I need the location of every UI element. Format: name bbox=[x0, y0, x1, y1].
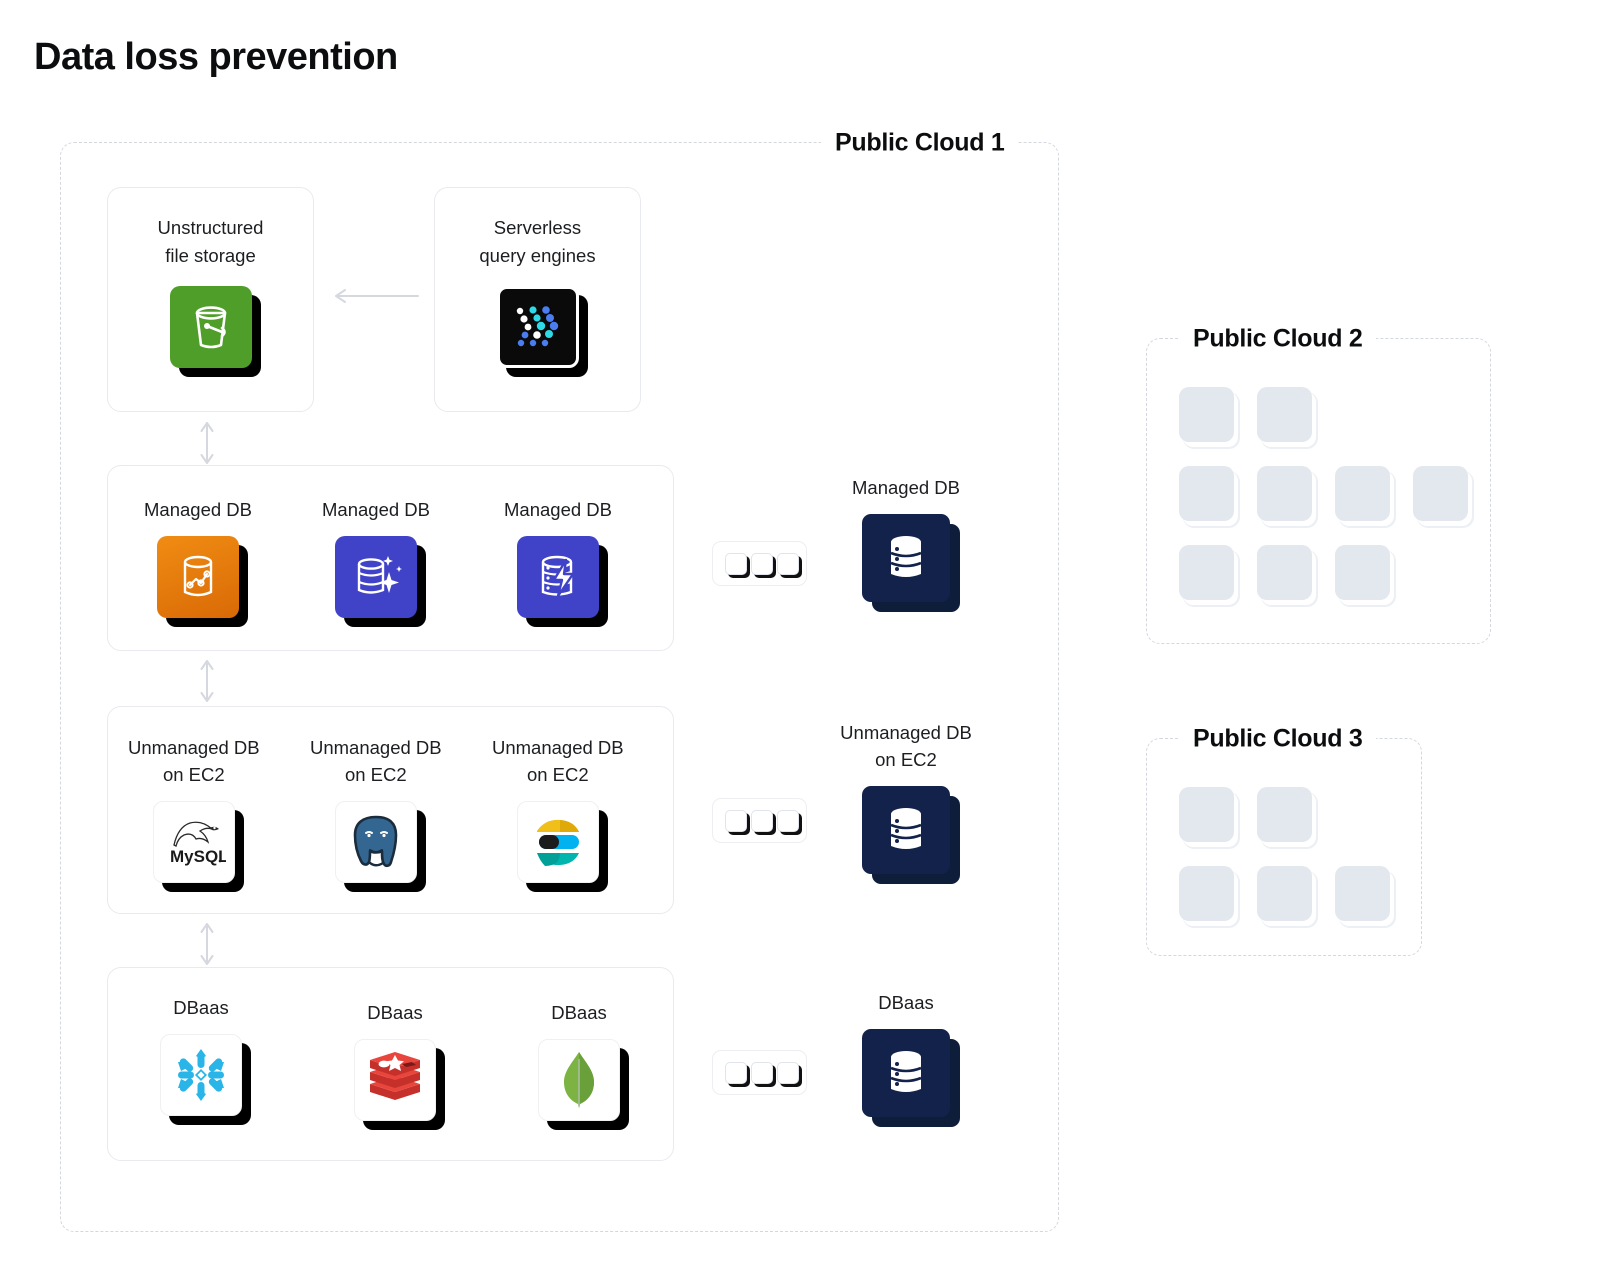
trio-square-3 bbox=[777, 552, 802, 578]
aws-rds-icon bbox=[156, 535, 248, 627]
tile-row bbox=[1179, 787, 1390, 842]
dbaas-item-2[interactable]: DBaas bbox=[354, 1000, 445, 1130]
unmanaged-db-item-1-label: Unmanaged DB on EC2 bbox=[128, 737, 260, 785]
dbaas-item-1[interactable]: DBaas bbox=[160, 995, 251, 1125]
dbaas-item-3[interactable]: DBaas bbox=[538, 1000, 629, 1130]
placeholder-tile[interactable] bbox=[1179, 866, 1234, 921]
unstructured-file-storage-card[interactable]: Unstructured file storage bbox=[107, 187, 314, 412]
right-node-dbaas[interactable]: DBaas bbox=[836, 990, 976, 1127]
public-cloud-3-label: Public Cloud 3 bbox=[1179, 726, 1377, 752]
serverless-query-engines-label: Serverless query engines bbox=[479, 217, 596, 266]
mongodb-icon bbox=[538, 1038, 629, 1130]
managed-db-item-1[interactable]: Managed DB bbox=[144, 497, 252, 627]
placeholder-tile[interactable] bbox=[1179, 466, 1234, 521]
trio-square-1 bbox=[725, 1061, 750, 1087]
managed-db-item-2[interactable]: Managed DB bbox=[322, 497, 430, 627]
database-stack-icon bbox=[862, 1028, 960, 1127]
managed-db-item-1-label: Managed DB bbox=[144, 499, 252, 520]
tile-row bbox=[1179, 545, 1468, 600]
right-node-managed-db[interactable]: Managed DB bbox=[836, 475, 976, 612]
right-node-managed-db-label: Managed DB bbox=[852, 477, 960, 498]
arrow-serverless-to-storage bbox=[330, 288, 420, 304]
unmanaged-db-item-2[interactable]: Unmanaged DB on EC2 bbox=[310, 735, 442, 892]
athena-icon bbox=[496, 285, 588, 377]
placeholder-tile[interactable] bbox=[1179, 787, 1234, 842]
azure-sql-icon bbox=[334, 535, 426, 627]
snowflake-icon bbox=[160, 1033, 251, 1125]
placeholder-tile[interactable] bbox=[1257, 866, 1312, 921]
redis-icon bbox=[354, 1038, 445, 1130]
managed-db-item-2-label: Managed DB bbox=[322, 499, 430, 520]
right-node-unmanaged-db[interactable]: Unmanaged DB on EC2 bbox=[836, 720, 976, 884]
postgresql-icon bbox=[334, 800, 426, 892]
placeholder-tile[interactable] bbox=[1179, 545, 1234, 600]
dbaas-item-1-label: DBaas bbox=[173, 997, 229, 1018]
svg-text:MySQL: MySQL bbox=[170, 847, 226, 866]
trio-square-3 bbox=[777, 809, 802, 835]
placeholder-tile[interactable] bbox=[1335, 466, 1390, 521]
placeholder-tile[interactable] bbox=[1257, 545, 1312, 600]
unmanaged-db-item-1[interactable]: Unmanaged DB on EC2 MySQL bbox=[128, 735, 260, 892]
placeholder-tile[interactable] bbox=[1413, 466, 1468, 521]
tile-row bbox=[1179, 387, 1468, 442]
trio-square-2 bbox=[751, 552, 776, 578]
arrow-storage-managed-db bbox=[198, 420, 216, 466]
public-cloud-1-region: Public Cloud 1 bbox=[60, 130, 1059, 1232]
dbaas-item-3-label: DBaas bbox=[551, 1002, 607, 1023]
right-node-dbaas-label: DBaas bbox=[878, 992, 934, 1013]
trio-square-3 bbox=[777, 1061, 802, 1087]
public-cloud-2-region: Public Cloud 2 bbox=[1146, 326, 1491, 644]
unstructured-file-storage-label: Unstructured file storage bbox=[157, 217, 264, 266]
database-stack-icon bbox=[862, 513, 960, 612]
trio-square-2 bbox=[751, 1061, 776, 1087]
public-cloud-3-region: Public Cloud 3 bbox=[1146, 726, 1422, 956]
arrow-unmanaged-dbaas bbox=[198, 921, 216, 967]
dbaas-item-2-label: DBaas bbox=[367, 1002, 423, 1023]
public-cloud-2-label: Public Cloud 2 bbox=[1179, 326, 1377, 352]
placeholder-tile[interactable] bbox=[1257, 387, 1312, 442]
tile-row bbox=[1179, 466, 1468, 521]
arrow-managed-unmanaged-db bbox=[198, 658, 216, 704]
public-cloud-1-label: Public Cloud 1 bbox=[821, 130, 1019, 156]
placeholder-tile[interactable] bbox=[1335, 545, 1390, 600]
right-node-unmanaged-db-label: Unmanaged DB on EC2 bbox=[840, 722, 972, 770]
elasticsearch-icon bbox=[516, 800, 608, 892]
mysql-icon: MySQL bbox=[152, 800, 244, 892]
gcp-spanner-icon bbox=[516, 535, 608, 627]
managed-db-item-3-label: Managed DB bbox=[504, 499, 612, 520]
placeholder-tile[interactable] bbox=[1179, 387, 1234, 442]
page-title: Data loss prevention bbox=[34, 36, 398, 78]
public-cloud-2-tile-grid bbox=[1179, 387, 1468, 624]
trio-pill-unmanaged-db[interactable] bbox=[712, 798, 807, 843]
serverless-query-engines-card[interactable]: Serverless query engines bbox=[434, 187, 641, 412]
unmanaged-db-item-3[interactable]: Unmanaged DB on EC2 bbox=[492, 735, 624, 892]
tile-row bbox=[1179, 866, 1390, 921]
placeholder-tile[interactable] bbox=[1257, 466, 1312, 521]
trio-pill-dbaas[interactable] bbox=[712, 1050, 807, 1095]
managed-db-item-3[interactable]: Managed DB bbox=[504, 497, 612, 627]
database-stack-icon bbox=[862, 785, 960, 884]
trio-pill-managed-db[interactable] bbox=[712, 541, 807, 586]
trio-square-2 bbox=[751, 809, 776, 835]
unmanaged-db-item-2-label: Unmanaged DB on EC2 bbox=[310, 737, 442, 785]
trio-square-1 bbox=[725, 809, 750, 835]
s3-bucket-icon bbox=[169, 285, 261, 377]
unmanaged-db-item-3-label: Unmanaged DB on EC2 bbox=[492, 737, 624, 785]
trio-square-1 bbox=[725, 552, 750, 578]
public-cloud-3-tile-grid bbox=[1179, 787, 1390, 945]
placeholder-tile[interactable] bbox=[1257, 787, 1312, 842]
placeholder-tile[interactable] bbox=[1335, 866, 1390, 921]
